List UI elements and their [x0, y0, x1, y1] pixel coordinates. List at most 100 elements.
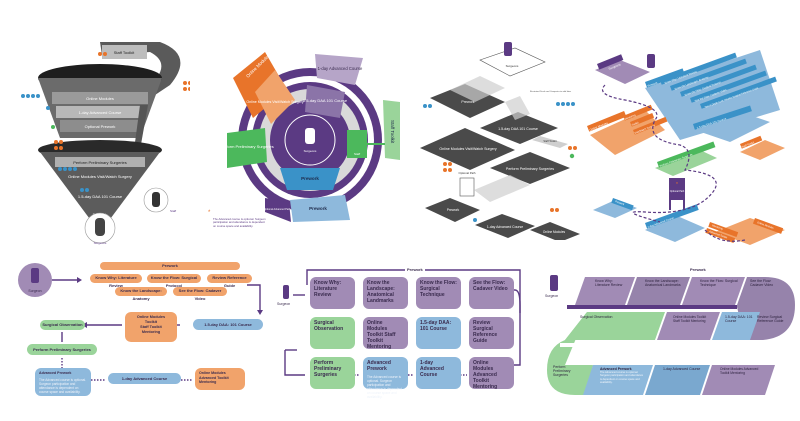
iso-label: Prework	[461, 100, 474, 104]
serp-cell	[712, 312, 760, 340]
iso-label: Toolkit	[631, 120, 640, 127]
segment-advanced-course	[315, 54, 363, 85]
segment-label: Perform Preliminary Surgeries	[220, 144, 274, 149]
iso-label: Optional Path	[459, 171, 476, 175]
advanced-prework-title: Advanced Prework	[367, 360, 391, 372]
course-101: 1.5-day DAA: 101 Course	[193, 319, 263, 330]
serp-cell	[583, 365, 653, 395]
advanced-note: The Advanced course is optional. Surgeon…	[39, 378, 86, 395]
surgeons-platform	[479, 47, 546, 77]
funnel-upper-layer: Optional Prework	[85, 124, 116, 129]
segment-staff	[347, 130, 367, 158]
prework-header: Prework	[100, 262, 240, 270]
serp-label: Know the Landscape: Anatomical Landmarks	[645, 279, 681, 288]
prework-item: Review Reference Guide	[207, 274, 252, 288]
grid-cell: Know the Landscape: Anatomical Landmarks	[363, 277, 408, 309]
segment-prework-outer	[290, 195, 350, 222]
iso-label: Surgeons	[506, 64, 519, 68]
iso-tile	[430, 84, 505, 118]
surgeon-icon	[31, 268, 39, 283]
circular-diagram: Surgeons 1-day Advanced Course 1.5-day D…	[205, 40, 400, 230]
serp-cell	[657, 312, 720, 340]
grid-cell: Know the Flow: Surgical Technique	[416, 277, 461, 309]
flow3-surgeon-label: Surgeon	[545, 294, 559, 298]
asterisk-icon: *	[676, 182, 678, 188]
surgeon-icon	[504, 42, 512, 56]
perform-surgeries: Perform Preliminary Surgeries	[27, 344, 97, 355]
iso-label: Staff Toolkit	[543, 139, 557, 143]
grid-cell: 1.5-day DAA: 101 Course	[416, 317, 461, 349]
online-advanced-box: Online Modules Advanced Toolkit Mentorin…	[195, 368, 245, 390]
surgeons-tile	[595, 60, 650, 84]
iso-label: Online Modules	[757, 221, 775, 230]
prework-item: See the Flow: Cadaver Video	[173, 287, 227, 301]
serp-label: 1-day Advanced Course	[663, 367, 701, 371]
iso-label: Optional Path	[670, 190, 685, 193]
segment-label: 1-day Advanced Course	[318, 66, 363, 71]
iso-label: 1-day Advanced Course	[487, 225, 523, 229]
funnel-staff-toolkit: Staff Toolkit	[114, 50, 135, 55]
serp-cell	[575, 277, 635, 305]
serp-label: Know Why: Literature Review	[595, 279, 623, 288]
orange-resource-icons	[54, 52, 190, 150]
flow2-surgeon-label: Surgeon	[277, 302, 291, 306]
segment-label: Optional Advanced Path	[264, 208, 291, 211]
funnel-upper-layer: Online Modules	[86, 96, 114, 101]
perform-tile	[655, 150, 717, 176]
grid-cell: Know Why: Literature Review	[310, 277, 355, 309]
segment-101-course	[305, 85, 345, 118]
surgeon-icon	[283, 285, 289, 299]
segment-label: Online Modules Visit/Watch Surgery	[246, 100, 304, 104]
grid-cell: Online Modules Toolkit Staff Toolkit Men…	[363, 317, 408, 350]
segment-label: Staff	[354, 152, 360, 156]
prework-item: Know the Landscape: Anatomy	[115, 287, 167, 301]
segment-perform	[227, 128, 267, 168]
segment-label: Prework	[309, 206, 327, 211]
online-item: Online Modules	[199, 371, 226, 375]
serp-cell	[627, 277, 690, 305]
iso-tile	[425, 198, 480, 222]
grid-cell: Perform Preliminary Surgeries	[310, 357, 355, 389]
online-item: Online Modules	[136, 315, 166, 319]
flow3-prework-header: Prework	[690, 267, 706, 272]
online-modules-box: Online Modules Toolkit Staff Toolkit Men…	[125, 312, 177, 342]
segment-prework-inner	[280, 168, 340, 190]
iso-note: Illustrated Desk and Computer to add lat…	[530, 90, 571, 93]
optional-gate	[459, 177, 475, 197]
lower-cone-body	[40, 152, 160, 230]
serp-label: Online Modules Advanced Toolkit Mentorin…	[720, 367, 759, 375]
advanced-prework-box: Advanced Prework The Advanced course is …	[35, 368, 91, 396]
surgeon-label: Surgeons	[94, 241, 107, 245]
online-item: Advanced Toolkit	[199, 375, 229, 380]
iso-label: Prework	[447, 208, 460, 212]
segment-label: 1.5-day DAA 101 Course	[303, 98, 348, 103]
online-item: Mentoring	[199, 380, 217, 385]
surgeon-icon	[647, 54, 655, 68]
isometric-gray-diagram: Surgeons Prework 1.5-day DAA 101 Course …	[420, 40, 580, 240]
prework-bands: Prework Know Why: Literature Review Know…	[645, 52, 777, 109]
iso-tile	[530, 222, 580, 240]
iso-label: Advanced Toolkit	[709, 230, 728, 239]
iso-tile	[480, 112, 558, 144]
iso-label: Prework	[647, 80, 659, 87]
online-item: Toolkit	[144, 320, 158, 324]
isometric-color-diagram: Surgeons Prework Know Why: Literature Re…	[585, 40, 800, 250]
prework-item: Know the Flow: Surgical Protocol	[147, 274, 201, 288]
optional-sign	[669, 178, 685, 200]
blue-resource-icons	[21, 94, 89, 192]
serp-label: 1.5-day DAA: 101 Course	[725, 315, 753, 324]
course-101-tile	[695, 110, 770, 142]
iso-label: Prework	[615, 199, 626, 206]
iso-label: 1.5-day DAA 101 Course	[498, 127, 538, 131]
online-item: Staff Toolkit	[140, 325, 162, 329]
segment-label: Prework	[301, 176, 319, 181]
serp-label: Surgical Observation	[580, 315, 613, 319]
funnel-lower-layer: Perform Preliminary Surgeries	[73, 160, 127, 165]
grid-cell: Review Surgical Reference Guide	[469, 317, 514, 349]
surgeon-icon	[305, 128, 315, 144]
circle-center-label: Surgeons	[304, 149, 317, 153]
grid-cell: Surgical Observation	[310, 317, 355, 349]
green-plus-icon	[51, 125, 55, 129]
serp-cell	[645, 365, 710, 395]
asterisk-icon: *	[208, 210, 211, 216]
